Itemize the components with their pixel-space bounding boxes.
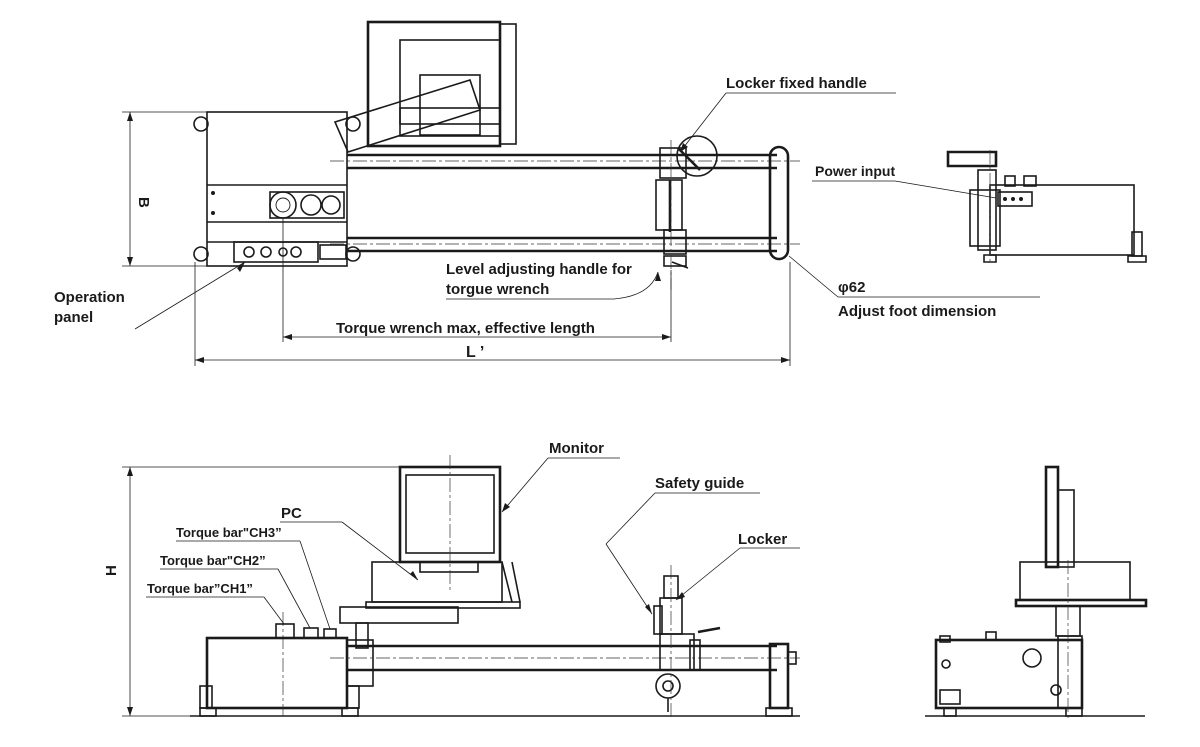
- label-power-input: Power input: [815, 163, 895, 179]
- label-adjust-foot: Adjust foot dimension: [838, 303, 996, 320]
- end-stand-front: [768, 642, 790, 710]
- locker-block-top: [659, 147, 687, 179]
- label-torque-bar-ch1: Torque bar”CH1”: [147, 581, 253, 596]
- front-view-dimensions: [122, 466, 400, 717]
- label-b: B: [135, 197, 152, 208]
- top-view: [193, 20, 800, 290]
- front-view: [190, 455, 800, 720]
- label-locker-fixed-handle: Locker fixed handle: [726, 75, 867, 92]
- label-operation-panel-1: Operation: [54, 289, 125, 306]
- label-h: H: [103, 565, 120, 576]
- label-l-prime: L ’: [466, 344, 484, 361]
- torque-bar-ch3-front: [323, 628, 337, 639]
- torque-bar-ch1-front: [275, 623, 295, 639]
- operation-panel-outline: [233, 241, 319, 263]
- label-torque-bar-ch2: Torque bar"CH2”: [160, 553, 266, 568]
- label-torque-bar-ch3: Torque bar"CH3”: [176, 525, 282, 540]
- body-side: [934, 638, 1084, 710]
- torque-bar-ch2-front: [303, 627, 319, 639]
- connector-1: [269, 191, 297, 219]
- right-side-view-top: [946, 150, 1147, 265]
- label-monitor: Monitor: [549, 440, 604, 457]
- label-pc: PC: [281, 505, 302, 522]
- main-body-top: [206, 111, 348, 267]
- foot-2: [193, 246, 209, 262]
- main-body-front: [205, 636, 349, 710]
- label-level-handle-1: Level adjusting handle for: [446, 261, 632, 278]
- label-locker: Locker: [738, 531, 787, 548]
- right-side-view-bottom: [925, 465, 1148, 720]
- label-level-handle-2: torgue wrench: [446, 281, 549, 298]
- foot-4: [345, 246, 361, 262]
- locker-handle-arc: [676, 135, 718, 177]
- label-safety-guide: Safety guide: [655, 475, 744, 492]
- side-body: [989, 184, 1135, 256]
- label-phi62: φ62: [838, 279, 865, 296]
- labels: Locker fixed handle Power input Level ad…: [54, 75, 996, 596]
- foot-1: [193, 116, 209, 132]
- connector-2: [300, 194, 322, 216]
- end-cap-top: [768, 145, 790, 261]
- connector-3: [321, 195, 341, 215]
- pc-tray: [339, 606, 459, 624]
- top-view-dimensions: [122, 111, 791, 366]
- pc-box: [371, 561, 503, 603]
- power-input-socket: [997, 191, 1033, 207]
- label-operation-panel-2: panel: [54, 309, 93, 326]
- pc-tray-side: [1014, 598, 1148, 608]
- label-wrench-length: Torque wrench max, effective length: [336, 320, 595, 337]
- monitor-side: [1044, 465, 1060, 569]
- level-handle-wheel: [655, 673, 681, 699]
- front-leaders: [146, 457, 800, 630]
- top-leaders: [134, 92, 1040, 330]
- foot-3: [345, 116, 361, 132]
